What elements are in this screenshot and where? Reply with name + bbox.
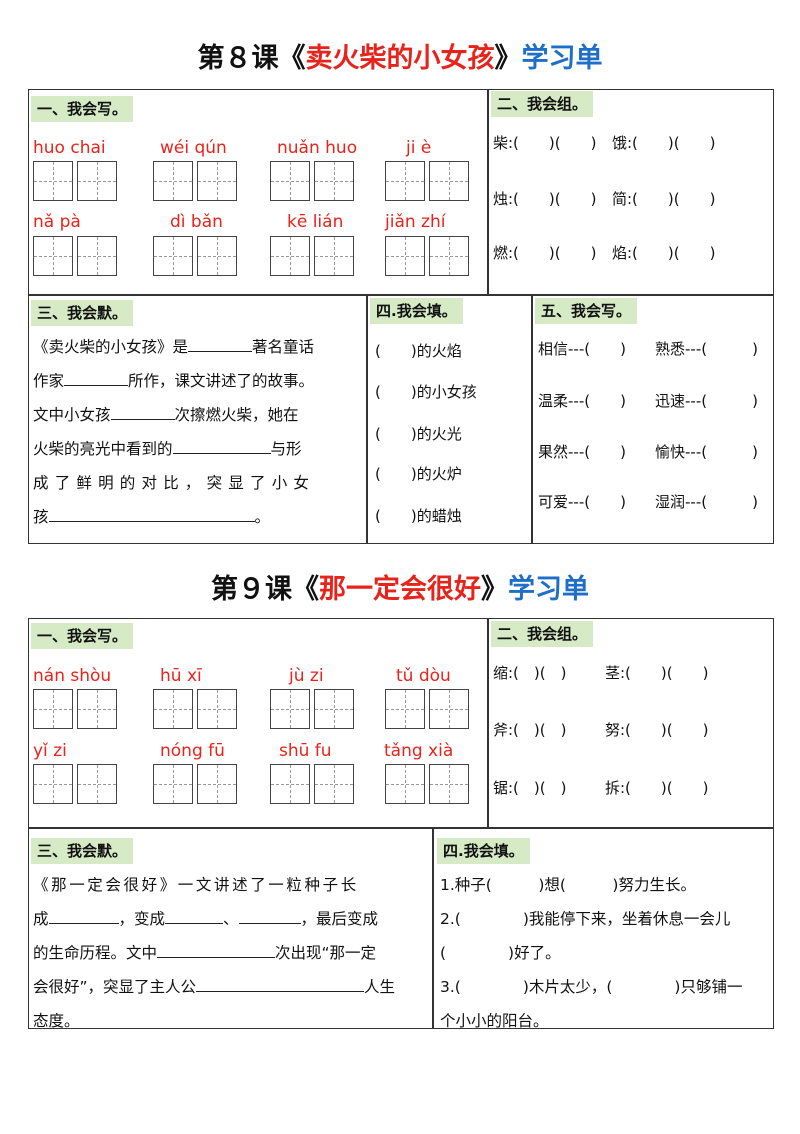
divider (432, 827, 434, 1029)
group-item: 饿:( )( ) (612, 134, 716, 152)
writing-grid[interactable] (33, 764, 117, 804)
lesson8-worksheet (28, 89, 774, 544)
antonym-item: 熟悉---( ) (655, 340, 758, 358)
pinyin: nóng fū (160, 741, 225, 761)
writing-grid[interactable] (270, 236, 354, 276)
lesson8-title: 第８课《卖火柴的小女孩》学习单 (197, 43, 603, 74)
writing-grid[interactable] (385, 689, 469, 729)
group-item: 柴:( )( ) (493, 134, 597, 152)
pinyin: tǔ dòu (396, 666, 451, 686)
fill-item: ( )的蜡烛 (375, 507, 462, 525)
recite-paragraph: 《卖火柴的小女孩》是著名童话 作家所作，课文讲述了的故事。 文中小女孩次擦燃火柴… (33, 330, 363, 534)
group-item: 简:( )( ) (612, 190, 716, 208)
section-heading: 二、我会组。 (491, 621, 594, 647)
fill-item: ( )的火炉 (375, 465, 462, 483)
fill-item: ( )的小女孩 (375, 383, 477, 401)
section-heading: 二、我会组。 (491, 91, 594, 117)
writing-grid[interactable] (33, 236, 117, 276)
antonym-item: 可爱---( ) (538, 493, 626, 511)
pinyin: wéi qún (160, 138, 227, 158)
section-heading: 三、我会默。 (31, 300, 134, 326)
group-item: 缩:( )( ) (493, 664, 567, 682)
divider (487, 618, 489, 828)
antonym-item: 温柔---( ) (538, 392, 626, 410)
pinyin: jù zi (289, 666, 324, 686)
antonym-item: 果然---( ) (538, 443, 626, 461)
divider (531, 294, 533, 544)
antonym-item: 愉快---( ) (655, 443, 758, 461)
section-heading: 四.我会填。 (437, 838, 530, 864)
antonym-item: 迅速---( ) (655, 392, 758, 410)
divider (28, 827, 774, 829)
pinyin: kē lián (287, 212, 344, 232)
group-item: 茎:( )( ) (605, 664, 709, 682)
writing-grid[interactable] (33, 689, 117, 729)
writing-grid[interactable] (153, 689, 237, 729)
antonym-item: 湿润---( ) (655, 493, 758, 511)
writing-grid[interactable] (270, 764, 354, 804)
pinyin: nǎ pà (33, 212, 81, 232)
pinyin: jiǎn zhí (385, 212, 446, 232)
pinyin: huo chai (33, 138, 106, 158)
group-item: 锯:( )( ) (493, 779, 567, 797)
fill-item: ( )的火焰 (375, 342, 462, 360)
writing-grid[interactable] (153, 161, 237, 201)
writing-grid[interactable] (153, 236, 237, 276)
lesson9-worksheet (28, 618, 774, 1029)
section-heading: 一、我会写。 (31, 96, 134, 122)
writing-grid[interactable] (385, 236, 469, 276)
pinyin: yǐ zi (33, 741, 67, 761)
group-item: 焰:( )( ) (612, 244, 716, 262)
lesson9-title: 第９课《那一定会很好》学习单 (211, 574, 589, 605)
group-item: 努:( )( ) (605, 721, 709, 739)
pinyin: ji è (406, 138, 432, 158)
fill-item: ( )的火光 (375, 425, 462, 443)
pinyin: dì bǎn (170, 212, 223, 232)
pinyin: tǎng xià (384, 741, 454, 761)
section-heading: 三、我会默。 (31, 838, 134, 864)
section-heading: 一、我会写。 (31, 623, 134, 649)
group-item: 拆:( )( ) (605, 779, 709, 797)
recite-paragraph: 《那一定会很好》一文讲述了一粒种子长 成，变成、，最后变成 的生命历程。文中次出… (33, 876, 396, 1030)
section-heading: 四.我会填。 (370, 298, 463, 324)
group-item: 斧:( )( ) (493, 721, 567, 739)
pinyin: nán shòu (33, 666, 112, 686)
divider (28, 294, 774, 296)
fill-paragraph: 1.种子( )想( )努力生长。 2.( )我能停下来，坐着休息一会儿 ( )好… (440, 876, 743, 1030)
divider (487, 89, 489, 295)
pinyin: hū xī (160, 666, 202, 686)
section-heading: 五、我会写。 (535, 298, 638, 324)
writing-grid[interactable] (385, 161, 469, 201)
antonym-item: 相信---( ) (538, 340, 626, 358)
group-item: 烛:( )( ) (493, 190, 597, 208)
writing-grid[interactable] (270, 161, 354, 201)
pinyin: nuǎn huo (277, 138, 358, 158)
writing-grid[interactable] (33, 161, 117, 201)
writing-grid[interactable] (153, 764, 237, 804)
writing-grid[interactable] (270, 689, 354, 729)
writing-grid[interactable] (385, 764, 469, 804)
divider (366, 294, 368, 544)
pinyin: shū fu (279, 741, 332, 761)
group-item: 燃:( )( ) (493, 244, 597, 262)
